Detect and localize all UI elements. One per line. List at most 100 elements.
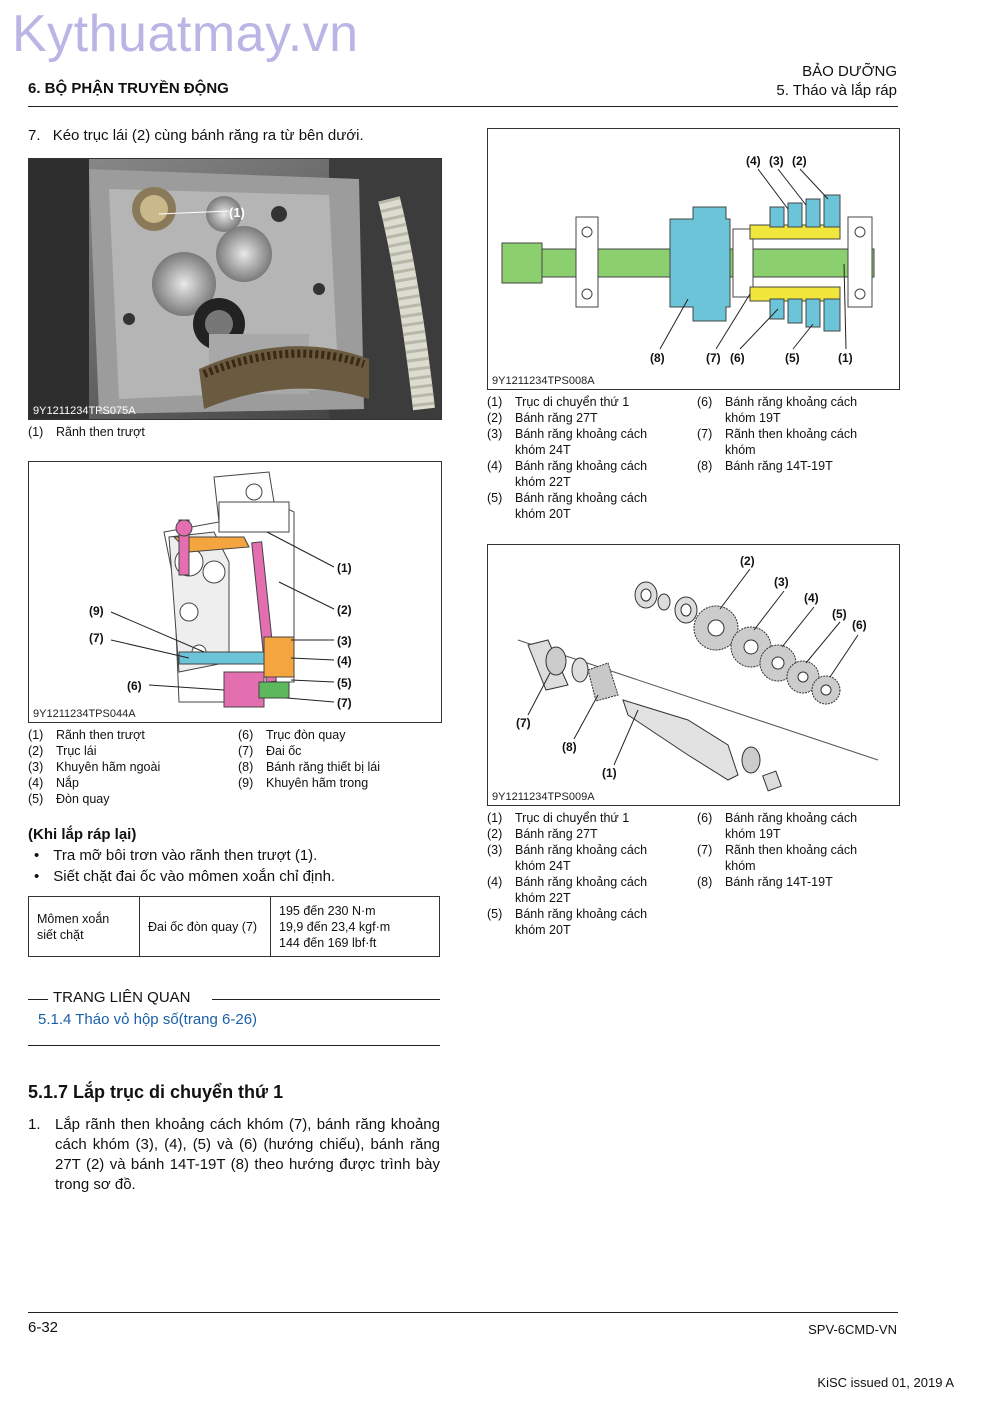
fig4-caption-right: (6)Bánh răng khoảng cách khóm 19T (7)Rãn… <box>697 810 897 890</box>
step-number: 7. <box>28 127 41 144</box>
fig4-callout-7: (7) <box>516 716 531 730</box>
page-number: 6-32 <box>28 1319 59 1336</box>
fig1-caption: (1) Rãnh then trượt <box>28 424 438 440</box>
figure-exploded-view: (2) (3) (4) (5) (6) (7) (8) (1) 9Y121123… <box>487 544 900 806</box>
caption-item: (1)Trục di chuyển thứ 1 <box>487 395 630 409</box>
fig2-callout-2: (2) <box>337 603 352 617</box>
fig3-callout-1: (1) <box>838 351 853 365</box>
caption-item: (4)Bánh răng khoảng cách khóm 22T <box>487 875 648 905</box>
caption-item: (3)Bánh răng khoảng cách khóm 24T <box>487 427 648 457</box>
figure-code: 9Y1211234TPS009A <box>492 791 595 803</box>
fig3-callout-2: (2) <box>792 154 807 168</box>
fig4-callout-4: (4) <box>804 591 819 605</box>
caption-item: (9)Khuyên hãm trong <box>238 776 369 790</box>
doc-code: SPV-6CMD-VN <box>808 1322 897 1337</box>
reassembly-title: (Khi lắp ráp lại) <box>28 826 137 843</box>
fig3-caption-right: (6)Bánh răng khoảng cách khóm 19T (7)Rãn… <box>697 394 897 474</box>
fig4-callout-8: (8) <box>562 740 577 754</box>
figure-code: 9Y1211234TPS075A <box>33 405 136 417</box>
related-rule-right <box>212 999 440 1000</box>
caption-item: (1)Rãnh then trượt <box>28 728 145 742</box>
caption-item: (6)Bánh răng khoảng cách khóm 19T <box>697 811 858 841</box>
figure-steering-diagram: (1) (2) (3) (4) (5) (7) (6) (7) (9) 9Y12… <box>28 461 442 723</box>
figure-code: 9Y1211234TPS008A <box>492 375 595 387</box>
related-link[interactable]: 5.1.4 Tháo vỏ hộp số(trang 6-26) <box>38 1011 258 1028</box>
caption-item: (1) Rãnh then trượt <box>28 425 145 439</box>
step-text: Kéo trục lái (2) cùng bánh răng ra từ bê… <box>52 127 364 144</box>
bullet-item: •Tra mỡ bôi trơn vào rãnh then trượt (1)… <box>34 847 318 864</box>
fig3-callout-6: (6) <box>730 351 745 365</box>
photo-illustration: (1) <box>29 159 441 419</box>
header-rule <box>28 106 898 107</box>
fig2-caption-right: (6)Trục đòn quay (7)Đai ốc (8)Bánh răng … <box>238 727 438 791</box>
caption-item: (4)Nắp <box>28 776 79 790</box>
fig4-callout-2: (2) <box>740 554 755 568</box>
fig2-callout-9: (9) <box>89 604 104 618</box>
fig2-callout-7: (7) <box>337 696 352 710</box>
caption-item: (6)Trục đòn quay <box>238 728 346 742</box>
fig3-callout-3: (3) <box>769 154 784 168</box>
spec-part: Đai ốc đòn quay (7) <box>139 896 271 957</box>
caption-item: (8)Bánh răng 14T-19T <box>697 459 833 473</box>
fig4-callout-1: (1) <box>602 766 617 780</box>
header-section: BẢO DƯỠNG <box>802 63 897 80</box>
caption-item: (7)Rãnh then khoảng cách khóm <box>697 843 858 873</box>
fig4-caption-left: (1)Trục di chuyển thứ 1 (2)Bánh răng 27T… <box>487 810 687 938</box>
caption-item: (8)Bánh răng thiết bị lái <box>238 760 380 774</box>
fig4-callout-3: (3) <box>774 575 789 589</box>
fig2-callout-4: (4) <box>337 654 352 668</box>
watermark-logo: Kythuatmay.vn <box>12 5 359 63</box>
related-rule-bottom <box>28 1045 440 1046</box>
fig2-callout-5: (5) <box>337 676 352 690</box>
shaft-section-illustration: (4) (3) (2) (8) (7) (6) (5) (1) <box>501 154 875 365</box>
fig2-callout-6: (6) <box>127 679 142 693</box>
caption-item: (5)Đòn quay <box>28 792 110 806</box>
caption-item: (1)Trục di chuyển thứ 1 <box>487 811 630 825</box>
caption-item: (5)Bánh răng khoảng cách khóm 20T <box>487 907 648 937</box>
caption-item: (8)Bánh răng 14T-19T <box>697 875 833 889</box>
section-step-1: 1. Lắp rãnh then khoảng cách khóm (7), b… <box>28 1115 440 1195</box>
caption-item: (2)Trục lái <box>28 744 97 758</box>
caption-item: (7)Đai ốc <box>238 744 302 758</box>
reassembly-bullets: •Tra mỡ bôi trơn vào rãnh then trượt (1)… <box>34 845 335 887</box>
chapter-title: 6. BỘ PHẬN TRUYỀN ĐỘNG <box>28 80 229 97</box>
fig3-callout-5: (5) <box>785 351 800 365</box>
caption-item: (3)Bánh răng khoảng cách khóm 24T <box>487 843 648 873</box>
fig4-callout-5: (5) <box>832 607 847 621</box>
steering-diagram-illustration: (1) (2) (3) (4) (5) (7) (6) (7) (9) <box>89 471 352 710</box>
figure-photo-transmission: (1) 9Y1211234TPS075A <box>28 158 442 420</box>
fig4-callout-6: (6) <box>852 618 867 632</box>
related-title: TRANG LIÊN QUAN <box>53 989 195 1006</box>
footer-rule <box>28 1312 898 1313</box>
step-7: 7. Kéo trục lái (2) cùng bánh răng ra từ… <box>28 126 364 146</box>
bullet-item: •Siết chặt đai ốc vào mômen xoắn chỉ địn… <box>34 868 336 885</box>
exploded-view-illustration: (2) (3) (4) (5) (6) (7) (8) (1) <box>516 554 879 792</box>
fig2-callout-3: (3) <box>337 634 352 648</box>
caption-item: (7)Rãnh then khoảng cách khóm <box>697 427 858 457</box>
spec-label: Mômen xoắn siết chặt <box>28 896 140 957</box>
caption-item: (3)Khuyên hãm ngoài <box>28 760 161 774</box>
caption-item: (4)Bánh răng khoảng cách khóm 22T <box>487 459 648 489</box>
fig2-callout-1: (1) <box>337 561 352 575</box>
fig3-callout-8: (8) <box>650 351 665 365</box>
header-subsection: 5. Tháo và lắp ráp <box>776 82 897 99</box>
issue-info: KiSC issued 01, 2019 A <box>817 1375 954 1390</box>
fig3-callout-4: (4) <box>746 154 761 168</box>
step-number: 1. <box>28 1116 41 1133</box>
caption-item: (5)Bánh răng khoảng cách khóm 20T <box>487 491 648 521</box>
caption-item: (6)Bánh răng khoảng cách khóm 19T <box>697 395 858 425</box>
spec-values: 195 đến 230 N·m 19,9 đến 23,4 kgf·m 144 … <box>270 896 440 957</box>
caption-item: (2)Bánh răng 27T <box>487 827 598 841</box>
figure-code: 9Y1211234TPS044A <box>33 708 136 720</box>
related-rule-left <box>28 999 48 1000</box>
fig2-caption-left: (1)Rãnh then trượt (2)Trục lái (3)Khuyên… <box>28 727 238 807</box>
figure-shaft-section: (4) (3) (2) (8) (7) (6) (5) (1) 9Y121123… <box>487 128 900 390</box>
step-text: Lắp rãnh then khoảng cách khóm (7), bánh… <box>55 1116 440 1193</box>
fig1-callout-1: (1) <box>229 205 245 220</box>
section-title: 5.1.7 Lắp trục di chuyển thứ 1 <box>28 1082 284 1102</box>
fig2-callout-8: (7) <box>89 631 104 645</box>
caption-item: (2)Bánh răng 27T <box>487 411 598 425</box>
fig3-caption-left: (1)Trục di chuyển thứ 1 (2)Bánh răng 27T… <box>487 394 687 522</box>
torque-spec-table: Mômen xoắn siết chặt Đai ốc đòn quay (7)… <box>28 896 440 957</box>
fig3-callout-7: (7) <box>706 351 721 365</box>
